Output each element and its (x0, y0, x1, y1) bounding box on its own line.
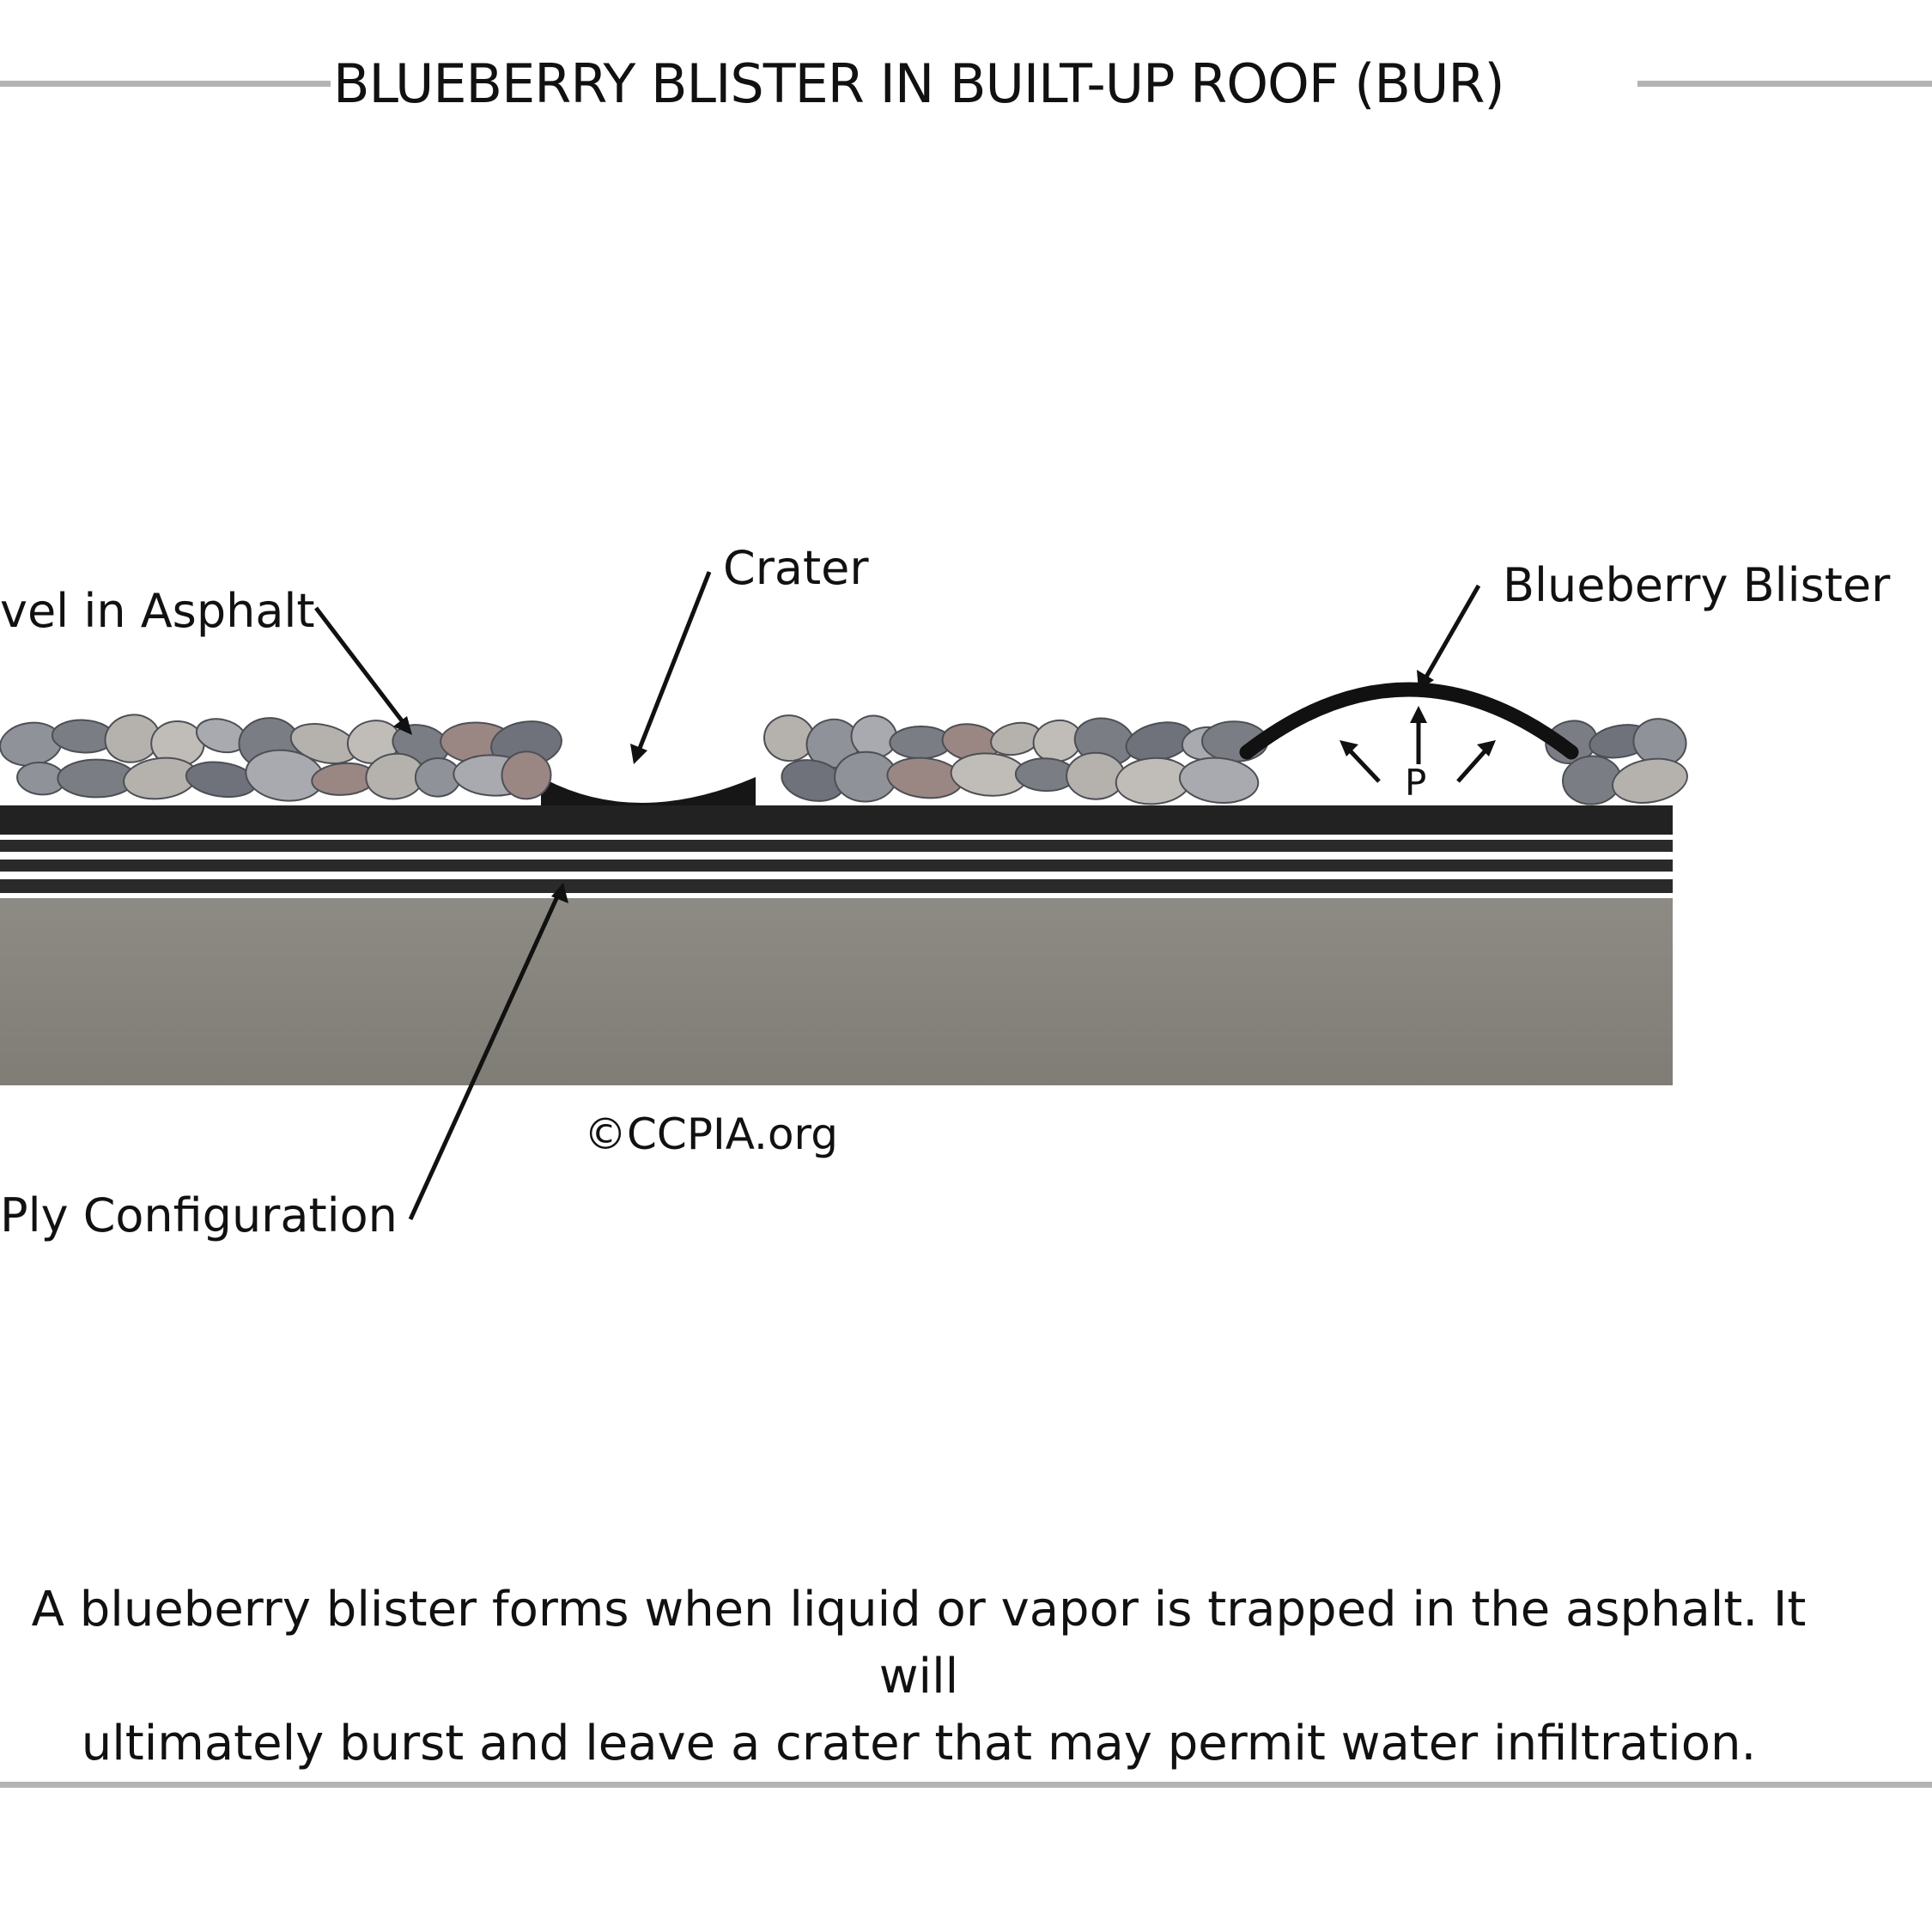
pressure-arrows (1340, 706, 1496, 783)
gravel-stone (1612, 757, 1688, 804)
blister-label: Blueberry Blister (1503, 558, 1891, 612)
pressure-arrow-right (1456, 749, 1487, 783)
ply-layer-top (0, 805, 1673, 835)
leader-lines (314, 571, 1481, 1221)
gravel-layer (0, 714, 1688, 805)
blueberry-blister (1239, 682, 1579, 760)
pressure-arrow-up-head (1410, 706, 1427, 723)
roof-deck (0, 898, 1673, 1085)
page-title: BLUEBERRY BLISTER IN BUILT-UP ROOF (BUR) (333, 52, 1505, 115)
gravel-stone (1178, 756, 1260, 804)
ply-label: Ply Configuration (0, 1188, 398, 1242)
gravel-leader-head (393, 716, 412, 735)
pressure-label: P (1405, 762, 1426, 804)
pressure-arrow-right-head (1477, 740, 1496, 756)
crater-leader (636, 571, 712, 751)
top-rule-right (1637, 81, 1932, 87)
ply-layer-3 (0, 860, 1673, 872)
ply-layer-2 (0, 840, 1673, 852)
blister-leader-head (1417, 670, 1434, 690)
crater (541, 777, 756, 805)
bottom-rule (0, 1782, 1932, 1788)
caption-line-1: A blueberry blister forms when liquid or… (31, 1582, 1807, 1704)
pressure-arrow-left-head (1340, 740, 1358, 756)
crater-leader-head (630, 744, 647, 764)
gravel-stone (501, 750, 552, 800)
ply-leader (408, 893, 561, 1221)
top-rule-left (0, 81, 331, 87)
copyright-label: ©CCPIA.org (584, 1109, 838, 1159)
caption: A blueberry blister forms when liquid or… (0, 1577, 1838, 1777)
ply-leader-head (551, 883, 568, 903)
ply-layer-4 (0, 879, 1673, 893)
gravel-stone (1066, 751, 1126, 800)
gravel-label: vel in Asphalt (0, 584, 315, 638)
pressure-arrow-left (1348, 749, 1381, 783)
gravel-leader (314, 606, 405, 725)
caption-line-2: ultimately burst and leave a crater that… (81, 1716, 1757, 1771)
gravel-stone (0, 721, 63, 767)
blister-leader (1423, 584, 1481, 680)
crater-label: Crater (723, 541, 869, 595)
